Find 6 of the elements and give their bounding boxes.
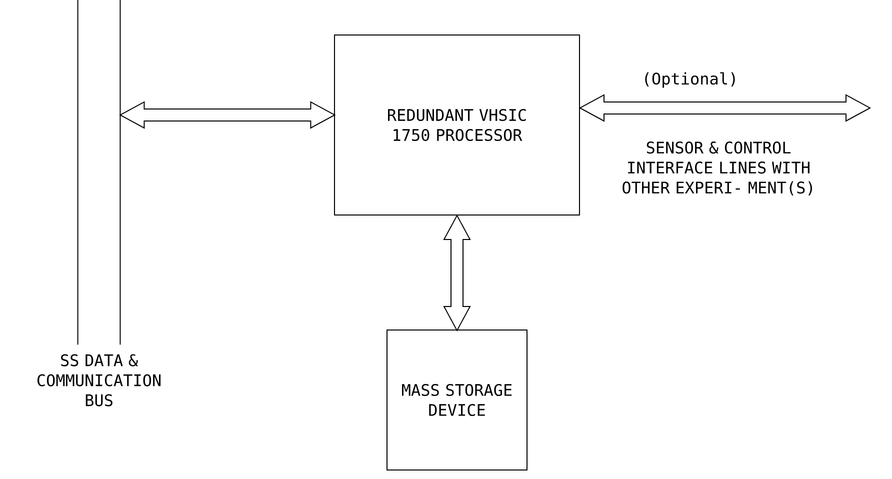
block-box: REDUNDANT VHSIC 1750 PROCESSOR	[334, 34, 580, 216]
edge-label: (Optional)	[645, 72, 735, 88]
bus-label: SS DATA & COMMUNICATION BUS	[37, 354, 161, 406]
interface-label: SENSOR & CONTROL INTERFACE LINES WITH OTHER EXPERI- MENT(S)	[622, 142, 812, 196]
bus-lines	[77, 0, 121, 346]
block-box: MASS STORAGE DEVICE	[386, 330, 528, 470]
